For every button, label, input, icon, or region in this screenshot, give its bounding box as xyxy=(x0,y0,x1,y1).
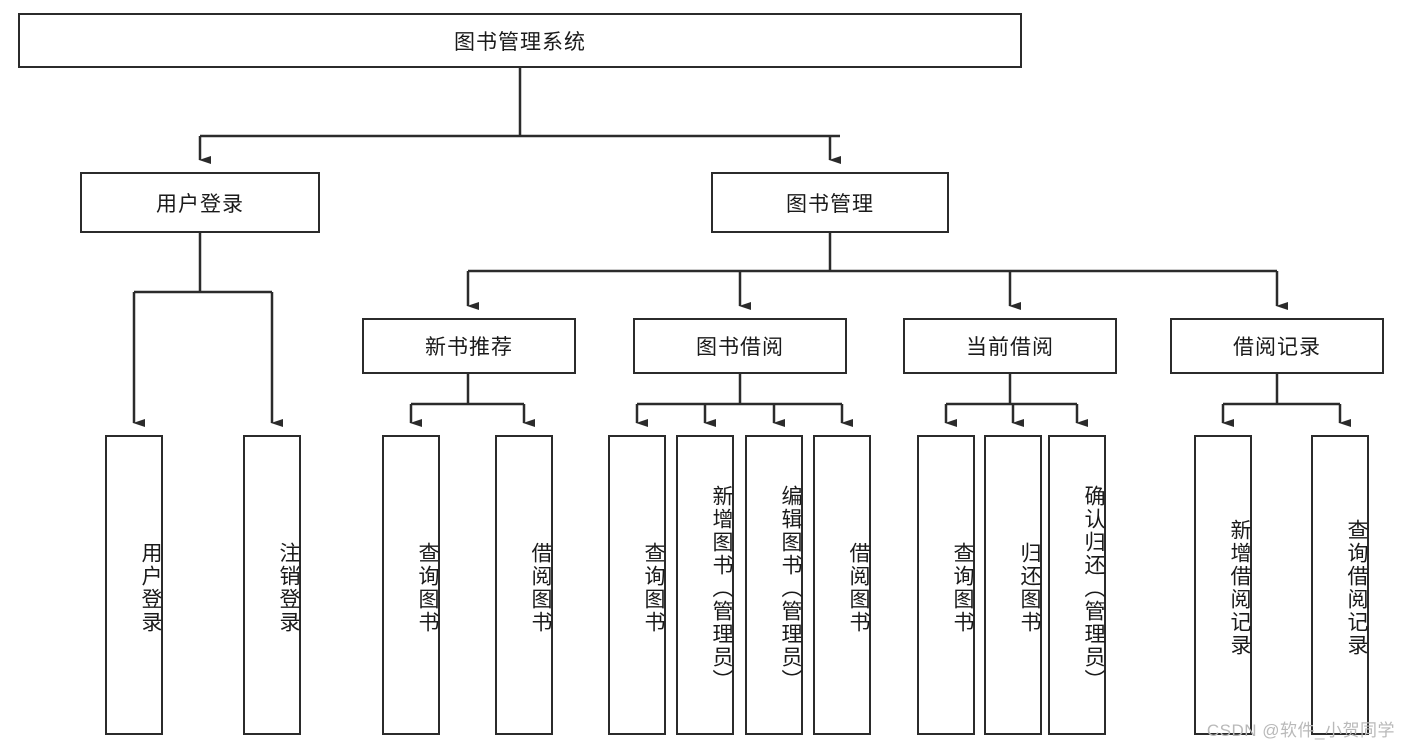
node-label: 图书管理 xyxy=(786,192,874,216)
leaf-user-login-logout[interactable]: 注销登录 xyxy=(243,435,301,735)
node-label: 查询图书 xyxy=(951,542,974,634)
node-book-management[interactable]: 图书管理 xyxy=(711,172,949,233)
leaf-current-borrow-confirm-return[interactable]: 确认归还（管理员） xyxy=(1048,435,1106,735)
node-root-system[interactable]: 图书管理系统 xyxy=(18,13,1022,68)
node-user-login[interactable]: 用户登录 xyxy=(80,172,320,233)
node-label: 借阅记录 xyxy=(1233,336,1321,359)
node-label: 注销登录 xyxy=(277,542,300,634)
node-label: 编辑图书（管理员） xyxy=(779,484,802,692)
node-borrow-record[interactable]: 借阅记录 xyxy=(1170,318,1384,374)
node-label: 查询图书 xyxy=(642,542,665,634)
node-label: 新书推荐 xyxy=(425,336,513,359)
leaf-borrow-record-add[interactable]: 新增借阅记录 xyxy=(1194,435,1252,735)
node-label: 归还图书 xyxy=(1018,542,1041,634)
leaf-book-borrow-add[interactable]: 新增图书（管理员） xyxy=(676,435,734,735)
node-label: 借阅图书 xyxy=(529,542,552,634)
node-label: 用户登录 xyxy=(156,192,244,216)
leaf-borrow-record-query[interactable]: 查询借阅记录 xyxy=(1311,435,1369,735)
leaf-book-borrow-borrow[interactable]: 借阅图书 xyxy=(813,435,871,735)
watermark-text: CSDN @软件_小贺同学 xyxy=(1206,721,1395,740)
node-label: 查询图书 xyxy=(416,542,439,634)
node-new-book-recommend[interactable]: 新书推荐 xyxy=(362,318,576,374)
leaf-book-borrow-edit[interactable]: 编辑图书（管理员） xyxy=(745,435,803,735)
leaf-book-borrow-query[interactable]: 查询图书 xyxy=(608,435,666,735)
node-label: 图书借阅 xyxy=(696,336,784,359)
node-label: 新增借阅记录 xyxy=(1228,519,1251,657)
node-label: 借阅图书 xyxy=(847,542,870,634)
node-label: 查询借阅记录 xyxy=(1345,519,1368,657)
node-label: 当前借阅 xyxy=(966,336,1054,359)
leaf-current-borrow-return[interactable]: 归还图书 xyxy=(984,435,1042,735)
leaf-new-book-query[interactable]: 查询图书 xyxy=(382,435,440,735)
leaf-new-book-borrow[interactable]: 借阅图书 xyxy=(495,435,553,735)
node-label: 用户登录 xyxy=(139,542,162,634)
node-book-borrow[interactable]: 图书借阅 xyxy=(633,318,847,374)
node-label: 确认归还（管理员） xyxy=(1082,484,1105,692)
node-label: 图书管理系统 xyxy=(454,30,586,54)
node-current-borrow[interactable]: 当前借阅 xyxy=(903,318,1117,374)
node-label: 新增图书（管理员） xyxy=(710,484,733,692)
leaf-user-login-login[interactable]: 用户登录 xyxy=(105,435,163,735)
leaf-current-borrow-query[interactable]: 查询图书 xyxy=(917,435,975,735)
